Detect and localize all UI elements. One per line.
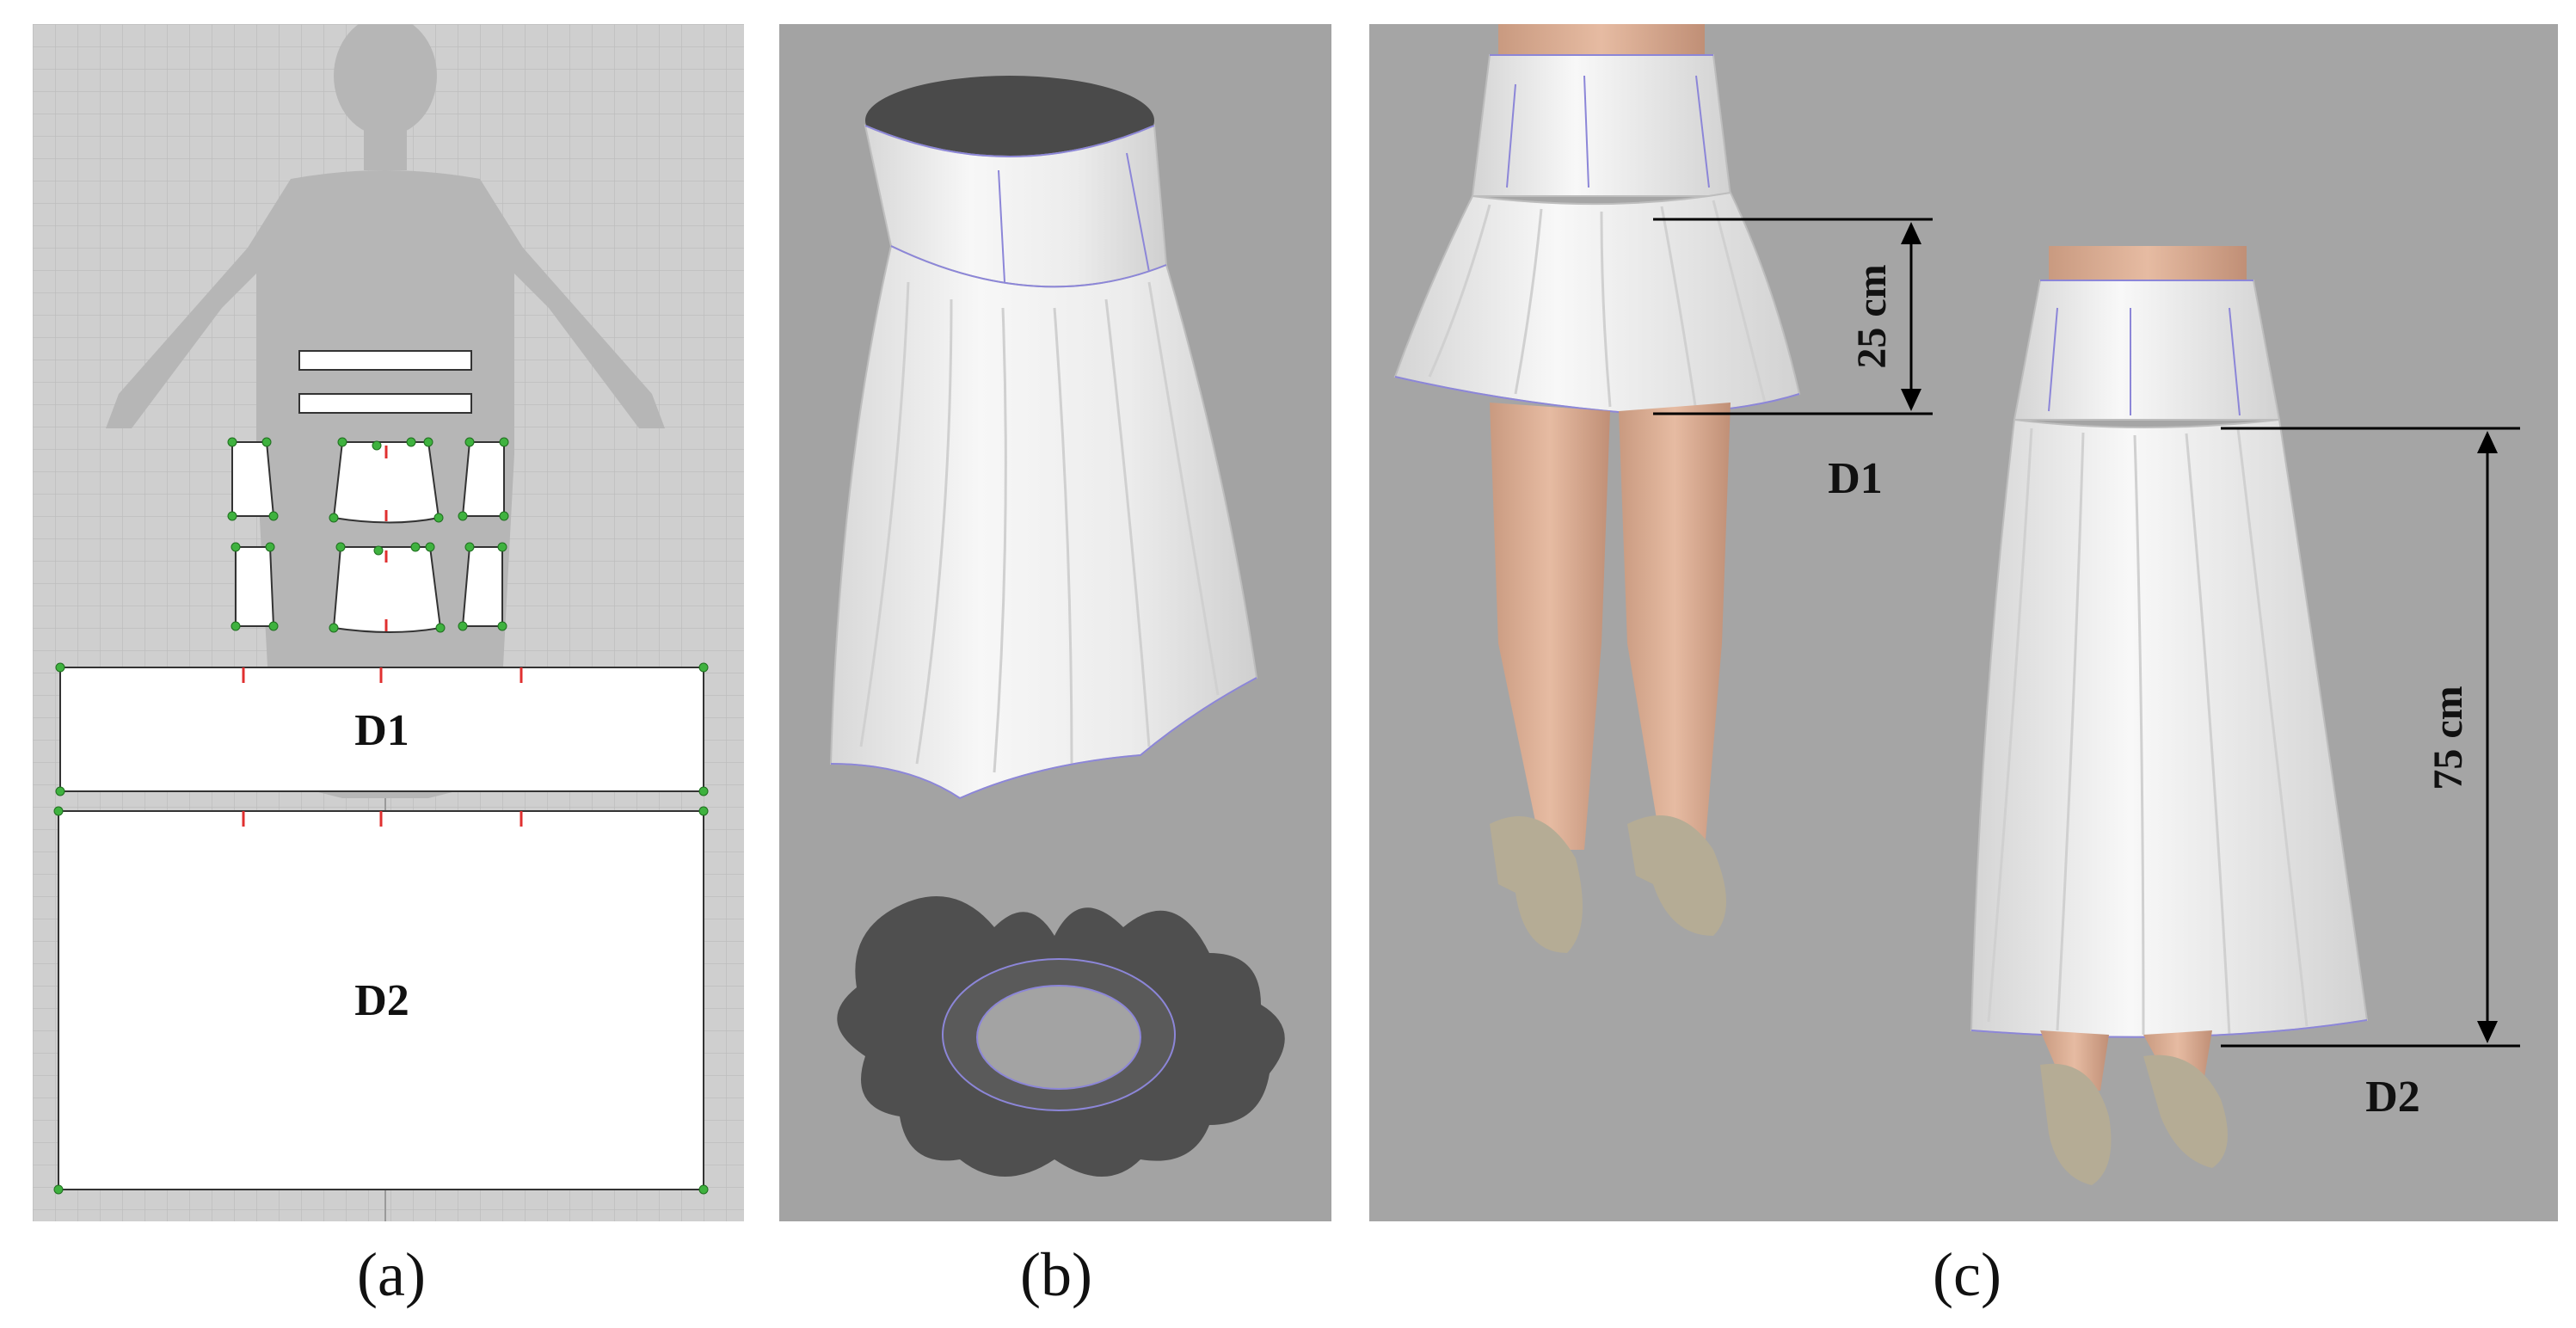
label-d2-pattern: D2 bbox=[354, 976, 409, 1025]
dimension-d2 bbox=[2221, 427, 2520, 1048]
caption-b: (b) bbox=[1020, 1240, 1092, 1309]
waistband-strip-1[interactable] bbox=[298, 350, 472, 371]
pattern-points bbox=[227, 437, 509, 633]
avatar-d2 bbox=[1970, 246, 2369, 1185]
label-d1-garment: D1 bbox=[1828, 454, 1883, 503]
label-d2-garment: D2 bbox=[2365, 1073, 2420, 1122]
panel-a-pattern-view: D1 D2 bbox=[33, 24, 744, 1221]
waistband-strip-2[interactable] bbox=[298, 393, 472, 414]
yoke-piece-left-1[interactable] bbox=[231, 441, 275, 517]
yoke-piece-left-2[interactable] bbox=[235, 546, 275, 627]
skirt-render bbox=[829, 76, 1285, 1177]
caption-c: (c) bbox=[1933, 1240, 2001, 1309]
yoke-piece-right-2[interactable] bbox=[461, 546, 503, 627]
seam-line bbox=[890, 245, 1167, 288]
pattern-piece-d2[interactable] bbox=[58, 810, 704, 1190]
measurement-d1: 25 cm bbox=[1849, 264, 1895, 368]
pattern-piece-d1[interactable] bbox=[59, 667, 704, 792]
panel-c-avatar-comparison: 25 cm D1 75 cm D2 bbox=[1369, 24, 2558, 1221]
dimension-d1 bbox=[1653, 218, 1933, 415]
avatar-d1 bbox=[1393, 24, 1801, 953]
caption-a: (a) bbox=[357, 1240, 426, 1309]
seam-line bbox=[998, 169, 1005, 283]
yoke-piece-right-1[interactable] bbox=[461, 441, 505, 517]
top-view-waist-hole bbox=[976, 985, 1141, 1090]
waist-opening bbox=[865, 76, 1154, 165]
avatar-render: 25 cm D1 75 cm D2 bbox=[1393, 24, 2520, 1185]
seam-line bbox=[864, 125, 1155, 157]
piece-corner-points bbox=[53, 662, 709, 1195]
panel-b-3d-skirt bbox=[779, 24, 1331, 1221]
fabric-folds bbox=[859, 281, 1220, 773]
skirt-d2-tier bbox=[1970, 418, 2369, 1038]
measurement-d2: 75 cm bbox=[2425, 686, 2471, 790]
label-d1-pattern: D1 bbox=[354, 706, 409, 755]
seam-line bbox=[1126, 152, 1150, 273]
pattern-canvas: D1 D2 bbox=[33, 24, 744, 1221]
hem-seam bbox=[830, 677, 1257, 800]
piece-notches bbox=[242, 667, 523, 827]
